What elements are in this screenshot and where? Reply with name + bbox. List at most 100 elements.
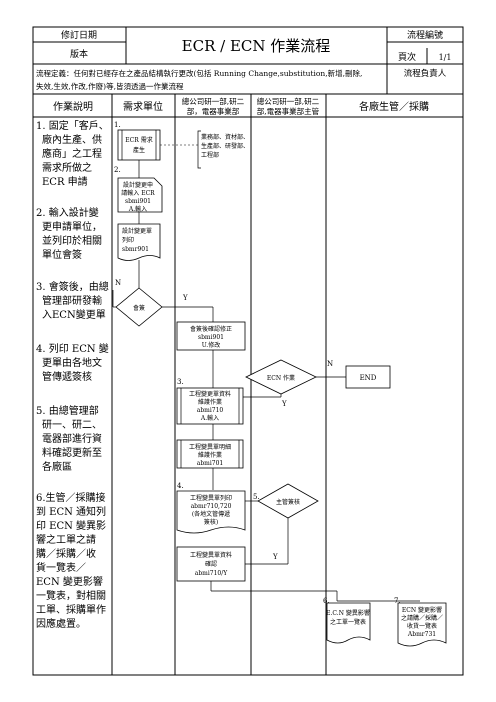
svg-text:料確認更新至: 料確認更新至	[42, 446, 102, 459]
column-header-rd-line-2: 部，電器事業部	[187, 106, 240, 116]
svg-text:sbmr901: sbmr901	[122, 246, 149, 253]
purchase-impact-report: ECN 變更影響 之請購／採購／ 收貨一覽表 Abmr731	[397, 602, 447, 647]
header-table	[32, 26, 464, 676]
svg-text:請輸入 ECR: 請輸入 ECR	[121, 189, 155, 197]
svg-text:設計變更單: 設計變更單	[122, 227, 152, 235]
no-label: N	[115, 279, 121, 287]
svg-text:應商」之工程: 應商」之工程	[42, 147, 102, 160]
step-4-number: 4.	[177, 482, 184, 490]
ecn-operation-decision: ECN 作業	[245, 359, 317, 395]
svg-text:單位會簽: 單位會簽	[42, 248, 82, 261]
column-header-rd-mgr-line-1: 總公司研一部,研二	[257, 96, 320, 106]
svg-text:會簽: 會簽	[133, 304, 145, 312]
svg-text:研一、研二、: 研一、研二、	[42, 419, 102, 431]
svg-text:各廠區: 各廠區	[42, 460, 72, 473]
ecr-request-box: ECR 需求 產生	[117, 129, 161, 161]
ecn-data-confirm-box: 工程變異單資料 確認 abmi710/Y	[176, 546, 246, 582]
svg-text:abmi701: abmi701	[197, 460, 223, 467]
svg-text:3. 會簽後，由總: 3. 會簽後，由總	[36, 280, 109, 293]
svg-text:更申請單位，: 更申請單位，	[42, 220, 102, 233]
countersign-decision: 會簽	[115, 287, 163, 327]
column-header-rd-line-1: 總公司研一部,研二	[182, 96, 245, 106]
svg-text:(各地文管傳遞: (各地文管傳遞	[192, 510, 230, 518]
svg-text:ECN 變更影響: ECN 變更影響	[36, 575, 103, 588]
no-label-2: N	[327, 360, 333, 368]
svg-text:之工單一覽表: 之工單一覽表	[330, 618, 366, 626]
step-6-number: 6.	[323, 597, 330, 605]
svg-text:sbmi901: sbmi901	[198, 334, 224, 341]
svg-text:ECR 需求: ECR 需求	[125, 136, 152, 144]
svg-text:工程變更單資料: 工程變更單資料	[189, 390, 231, 398]
svg-text:管理部研發輸: 管理部研發輸	[42, 294, 102, 307]
description-step-5: 5. 由總管理部 研一、研二、 電器部進行資 料確認更新至 各廠區	[36, 404, 102, 473]
page-value: 1/1	[439, 53, 452, 62]
yes-label: Y	[182, 294, 188, 302]
svg-text:ECN 變更影響: ECN 變更影響	[402, 606, 442, 614]
ecn-print-doc: 工程變異單列印 abmr710,720 (各地文管傳遞 簽核)	[176, 490, 246, 534]
svg-text:工程變異單列印: 工程變異單列印	[190, 494, 232, 502]
svg-text:入ECN變更單: 入ECN變更單	[42, 308, 106, 321]
svg-text:sbmi901: sbmi901	[125, 198, 151, 205]
svg-text:電器部進行資: 電器部進行資	[42, 432, 102, 445]
yes-label-3: Y	[281, 400, 287, 408]
definition-line-1: 流程定義：任何對已經存在之產品結構執行更改(包括 Running Change,…	[36, 68, 362, 78]
svg-text:工程部: 工程部	[201, 151, 219, 159]
svg-text:4. 列印 ECN 變: 4. 列印 ECN 變	[36, 342, 109, 355]
svg-text:維護作業: 維護作業	[198, 398, 222, 406]
svg-text:設計變更申: 設計變更申	[123, 181, 153, 189]
svg-text:會簽後確認修正: 會簽後確認修正	[190, 325, 232, 333]
svg-text:abmi710/Y: abmi710/Y	[195, 570, 229, 577]
step-5-number: 5.	[253, 493, 260, 501]
svg-text:工程變異單資料: 工程變異單資料	[190, 551, 232, 559]
svg-text:一覽表，對相關: 一覽表，對相關	[36, 589, 106, 602]
ecr-input-box: 設計變更申 請輸入 ECR sbmi901 A.輸入	[117, 177, 163, 213]
svg-text:到 ECN 通知列: 到 ECN 通知列	[36, 505, 106, 518]
svg-text:收貨一覽表: 收貨一覽表	[407, 622, 437, 630]
svg-text:主管簽核: 主管簽核	[276, 498, 300, 506]
svg-text:Abmr731: Abmr731	[407, 631, 436, 638]
departments-note: 業務部、資材部、 生產部、研發部、 工程部	[197, 130, 249, 169]
svg-text:工程變異單明細: 工程變異單明細	[189, 443, 231, 451]
svg-text:維護作業: 維護作業	[198, 451, 222, 459]
svg-text:響之工單之請: 響之工單之請	[36, 533, 96, 546]
svg-text:產生: 產生	[133, 146, 145, 154]
step-1-number: 1.	[114, 121, 121, 129]
owner-label: 流程負責人	[404, 68, 447, 79]
svg-text:印 ECN 變異影: 印 ECN 變異影	[36, 519, 106, 532]
svg-text:1. 固定「客戶、: 1. 固定「客戶、	[36, 119, 109, 132]
step-7-number: 7.	[394, 597, 401, 605]
end-terminal: END	[345, 365, 391, 389]
svg-text:並列印於相關: 並列印於相關	[42, 234, 102, 247]
definition-line-2: 失效,生效,作改,作廢)等,皆須透過一作業流程	[36, 81, 184, 91]
revision-date-label: 修訂日期	[61, 29, 97, 41]
svg-text:5. 由總管理部: 5. 由總管理部	[36, 404, 99, 417]
column-header-factory: 各廠生管／採購	[359, 100, 429, 113]
ecn-detail-maintenance-box: 工程變異單明細 維護作業 abmi701	[176, 439, 244, 469]
step-3-number: 3.	[177, 378, 184, 386]
page-title: ECR / ECN 作業流程	[182, 37, 331, 55]
svg-text:因應處置。: 因應處置。	[36, 617, 86, 630]
svg-text:管傳遞簽核: 管傳遞簽核	[42, 370, 92, 383]
svg-text:U.修改: U.修改	[202, 341, 220, 349]
svg-text:確認: 確認	[205, 560, 217, 568]
work-order-impact-report: E.C.N 變異影響 之工單一覽表	[326, 602, 371, 644]
page-label: 頁次	[398, 51, 416, 63]
svg-text:貨一覽表／: 貨一覽表／	[36, 561, 86, 574]
change-form-print-doc: 設計變更單 列印 sbmr901	[117, 223, 161, 261]
column-header-rd-mgr-line-2: 部,電器事業部主管	[257, 106, 320, 116]
svg-text:6.生管／採購接: 6.生管／採購接	[36, 491, 106, 504]
svg-text:業務部、資材部、: 業務部、資材部、	[201, 133, 249, 141]
confirm-correction-box: 會簽後確認修正 sbmi901 U.修改	[176, 321, 246, 351]
svg-text:之請購／採購／: 之請購／採購／	[401, 614, 443, 622]
svg-text:abmr710,720: abmr710,720	[191, 503, 232, 510]
step-2-number: 2.	[114, 166, 121, 174]
svg-text:A.輸入: A.輸入	[128, 205, 147, 213]
svg-text:END: END	[360, 374, 377, 382]
flow-number-label: 流程編號	[407, 29, 443, 41]
svg-text:ECN 作業: ECN 作業	[267, 374, 295, 382]
svg-text:需求所做之: 需求所做之	[42, 161, 92, 174]
svg-text:購／採購／收: 購／採購／收	[36, 547, 96, 560]
svg-text:ECR 申請: ECR 申請	[42, 175, 88, 188]
description-step-2: 2. 輸入設計變 更申請單位， 並列印於相關 單位會簽	[36, 206, 102, 261]
